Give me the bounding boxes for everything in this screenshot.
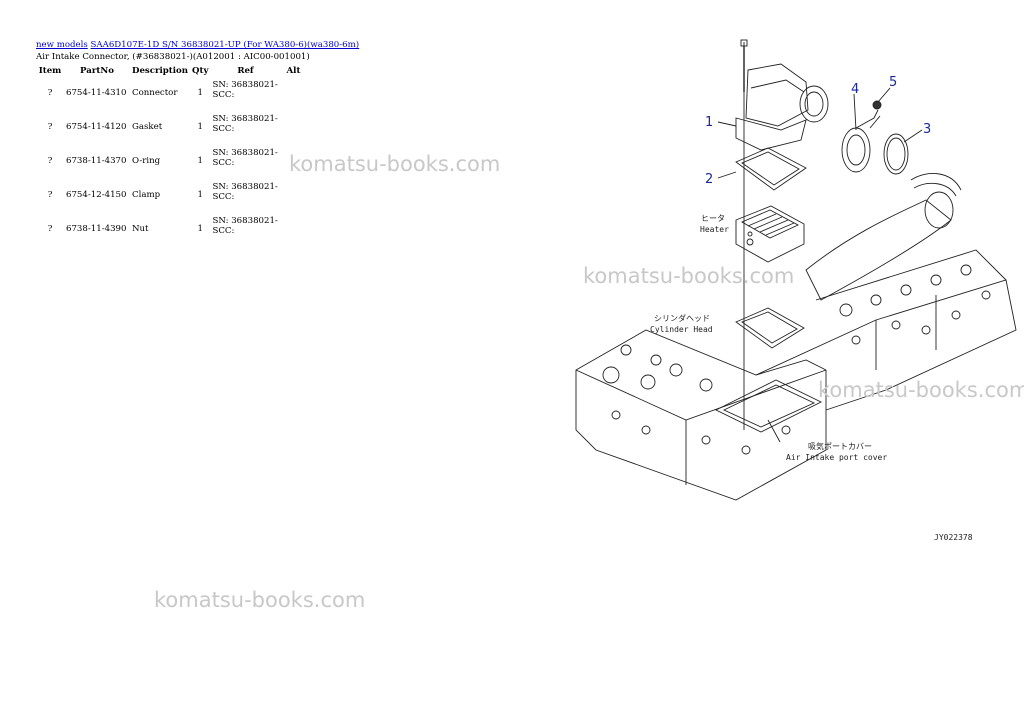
header-item: Item: [38, 66, 62, 76]
ref-line: SN: 36838021-: [212, 216, 278, 226]
label-port-cover: Air Intake port cover: [786, 453, 887, 462]
label-heater-jp: ヒータ: [701, 214, 725, 223]
callout-4: 4: [851, 82, 859, 97]
cell-partno: 6754-12-4150: [66, 190, 127, 200]
drawing-id: JY022378: [934, 533, 973, 542]
cell-item: ?: [47, 122, 53, 132]
cell-description: Gasket: [132, 122, 163, 132]
header-partno: PartNo: [80, 66, 114, 76]
ref-line: SN: 36838021-: [212, 182, 278, 192]
cell-qty: 1: [197, 156, 203, 166]
ref-line: SCC:: [212, 158, 235, 168]
page-subtitle: Air Intake Connector, (#36838021-)(A0120…: [36, 52, 310, 62]
header-qty: Qty: [192, 66, 209, 76]
cell-alt: [280, 216, 306, 250]
table-row: ? 6754-11-4310 Connector 1 SN: 36838021-…: [36, 80, 306, 114]
cell-alt: [280, 114, 306, 148]
watermark: komatsu-books.com: [818, 378, 1024, 402]
ref-line: SCC:: [212, 124, 235, 134]
cell-description: Clamp: [132, 190, 161, 200]
table-header-row: Item PartNo Description Qty Ref Alt: [36, 64, 306, 80]
cell-qty: 1: [197, 190, 203, 200]
cell-item: ?: [47, 190, 53, 200]
ref-line: SCC:: [212, 226, 235, 236]
cell-qty: 1: [197, 224, 203, 234]
cell-partno: 6738-11-4390: [66, 224, 127, 234]
cell-item: ?: [47, 156, 53, 166]
table-row: ? 6754-12-4150 Clamp 1 SN: 36838021-SCC:: [36, 182, 306, 216]
table-row: ? 6738-11-4370 O-ring 1 SN: 36838021-SCC…: [36, 148, 306, 182]
label-port-cover-jp: 吸気ポートカバー: [808, 441, 872, 451]
cell-ref: SN: 36838021-SCC:: [210, 182, 280, 216]
ref-line: SN: 36838021-: [212, 80, 278, 90]
cell-ref: SN: 36838021-SCC:: [210, 80, 280, 114]
breadcrumb-link-new-models[interactable]: new models: [36, 40, 88, 50]
label-cylinder-head-jp: シリンダヘッド: [654, 313, 710, 323]
callout-2: 2: [705, 172, 713, 187]
watermark: komatsu-books.com: [289, 152, 501, 176]
cell-partno: 6754-11-4310: [66, 88, 127, 98]
cell-alt: [280, 182, 306, 216]
ref-line: SN: 36838021-: [212, 148, 278, 158]
header-description: Description: [132, 66, 189, 76]
label-cylinder-head: Cylinder Head: [650, 325, 713, 334]
table-row: ? 6754-11-4120 Gasket 1 SN: 36838021-SCC…: [36, 114, 306, 148]
cell-ref: SN: 36838021-SCC:: [210, 148, 280, 182]
watermark: komatsu-books.com: [583, 264, 795, 288]
breadcrumb: new models SAA6D107E-1D S/N 36838021-UP …: [36, 40, 359, 50]
cell-partno: 6754-11-4120: [66, 122, 127, 132]
cell-description: O-ring: [132, 156, 161, 166]
label-heater: Heater: [700, 225, 729, 234]
callout-5: 5: [889, 75, 897, 90]
ref-line: SCC:: [212, 192, 235, 202]
header-ref: Ref: [237, 66, 254, 76]
callout-3: 3: [923, 122, 931, 137]
parts-diagram: 1 2 3 4 5 ヒータ Heater シリンダヘッド Cylinder He…: [575, 39, 1017, 542]
breadcrumb-link-model[interactable]: SAA6D107E-1D S/N 36838021-UP (For WA380-…: [90, 40, 360, 50]
cell-qty: 1: [197, 88, 203, 98]
cell-ref: SN: 36838021-SCC:: [210, 114, 280, 148]
table-row: ? 6738-11-4390 Nut 1 SN: 36838021-SCC:: [36, 216, 306, 250]
cell-ref: SN: 36838021-SCC:: [210, 216, 280, 250]
cell-item: ?: [47, 88, 53, 98]
ref-line: SCC:: [212, 90, 235, 100]
cell-qty: 1: [197, 122, 203, 132]
header-alt: Alt: [286, 66, 301, 76]
cell-alt: [280, 80, 306, 114]
callout-1: 1: [705, 115, 713, 130]
cell-partno: 6738-11-4370: [66, 156, 127, 166]
cell-item: ?: [47, 224, 53, 234]
cell-description: Nut: [132, 224, 149, 234]
parts-table: Item PartNo Description Qty Ref Alt ? 67…: [36, 64, 306, 250]
ref-line: SN: 36838021-: [212, 114, 278, 124]
cell-description: Connector: [132, 88, 178, 98]
watermark: komatsu-books.com: [154, 588, 366, 612]
